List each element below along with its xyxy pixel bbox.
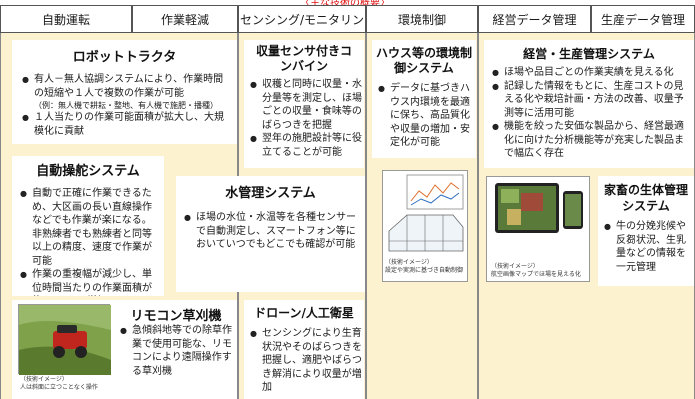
header-mgmt-data: 経営データ管理 bbox=[478, 5, 591, 33]
mgmt-system-bullet-3: 機能を絞った安価な製品から、経営最適化に向けた分析機能等が充実した製品まで幅広く… bbox=[492, 120, 690, 161]
mgmt-system-bullet-1: ほ場や品目ごとの作業実績を見える化 bbox=[492, 66, 690, 80]
livestock-title: 家畜の生体管理システム bbox=[603, 183, 688, 213]
mgmt-system-box: 経営・生産管理システム ほ場や品目ごとの作業実績を見える化 記録した情報をもとに… bbox=[484, 40, 694, 168]
yield-combine-title: 収量センサ付きコンバイン bbox=[255, 44, 352, 73]
mgmt-system-title: 経営・生産管理システム bbox=[523, 47, 655, 61]
remote-mower-bullet-1: 急傾斜地等での除草作業で使用可能な、リモコンにより遠隔操作する草刈機 bbox=[120, 324, 236, 378]
greenhouse-bullet-1: データに基づきハウス内環境を最適に保ち、高品質化や収量の増加・安定化が可能 bbox=[378, 82, 474, 150]
mgmt-image-caption: （技術イメージ） 航空画像マップでほ場を見える化 bbox=[491, 263, 581, 278]
yield-combine-box: 収量センサ付きコンバイン 収穫と同時に収量・水分量等を測定し、ほ場ごとの収量・食… bbox=[244, 40, 364, 168]
greenhouse-illustration bbox=[388, 174, 464, 252]
header-auto-driving: 自動運転 bbox=[0, 5, 132, 33]
yield-combine-bullet-1: 収穫と同時に収量・水分量等を測定し、ほ場ごとの収量・食味等のばらつきを把握 bbox=[250, 78, 362, 132]
water-mgmt-bullet-1: ほ場の水位・水温等を各種センサーで自動測定し、スマートフォン等においていつでもど… bbox=[184, 211, 361, 252]
water-mgmt-title: 水管理システム bbox=[225, 186, 316, 201]
auto-steering-bullet-1: 自動で正確に作業できるため、大区画の長い直線操作などでも作業が楽になる。非熟練者… bbox=[20, 187, 160, 268]
header-sensing: センシング/モニタリング bbox=[238, 5, 366, 55]
mgmt-system-bullet-2: 記録した情報をもとに、生産コストの見える化や栽培計画・方法の改善、収量予測等に活… bbox=[492, 80, 690, 121]
mower-photo-caption: （技術イメージ） 人は斜面に立つことなく操作 bbox=[20, 376, 98, 391]
yield-combine-bullet-2: 翌年の施肥設計等に役立てることが可能 bbox=[250, 132, 362, 159]
livestock-box: 家畜の生体管理システム 牛の分娩兆候や反芻状況、生乳量などの情報を一元管理 bbox=[598, 176, 694, 286]
robot-tractor-example: （例：無人機で耕耘・整地、有人機で施肥・播種） bbox=[34, 101, 218, 110]
water-mgmt-box: 水管理システム ほ場の水位・水温等を各種センサーで自動測定し、スマートフォン等に… bbox=[176, 176, 365, 292]
drone-box: ドローン/人工衛星 センシングにより生育状況やそのばらつきを把握し、適肥やばらつ… bbox=[244, 300, 364, 399]
tablet-map-illustration bbox=[495, 183, 583, 233]
greenhouse-image-panel: （技術イメージ） 設定や実測に基づき自動制御 bbox=[382, 170, 468, 282]
top-cut-text: 〈主な技術の概要〉 bbox=[300, 0, 390, 9]
mower-photo bbox=[18, 304, 111, 375]
remote-mower-box: （技術イメージ） 人は斜面に立つことなく操作 リモコン草刈機 急傾斜地等での除草… bbox=[12, 300, 237, 399]
remote-mower-title: リモコン草刈機 bbox=[130, 309, 222, 324]
greenhouse-title: ハウス等の環境制御システム bbox=[375, 46, 472, 75]
auto-steering-bullet-2: 作業の重複幅が減少し、単位時間当たりの作業面積が約10～25%増加 bbox=[20, 268, 160, 296]
drone-title: ドローン/人工衛星 bbox=[254, 306, 354, 320]
greenhouse-image-caption: （技術イメージ） 設定や実測に基づき自動制御 bbox=[385, 259, 464, 274]
robot-tractor-bullet-2: １人当たりの作業可能面積が拡大し、大規模化に貢献 bbox=[22, 111, 231, 138]
auto-steering-title: 自動操舵システム bbox=[36, 164, 140, 179]
header-production-data: 生産データ管理 bbox=[591, 5, 695, 33]
greenhouse-box: ハウス等の環境制御システム データに基づきハウス内環境を最適に保ち、高品質化や収… bbox=[372, 40, 476, 158]
robot-tractor-title: ロボットトラクタ bbox=[72, 50, 177, 65]
header-env-control: 環境制御 bbox=[366, 5, 478, 33]
header-labor-saving: 作業軽減 bbox=[132, 5, 238, 33]
robot-tractor-bullet-1: 有人－無人協調システムにより、作業時間の短縮や１人で複数の作業が可能 bbox=[22, 73, 231, 100]
drone-bullet-1: センシングにより生育状況やそのばらつきを把握し、適肥やばらつき解消により収量が増… bbox=[250, 327, 362, 395]
robot-tractor-box: ロボットトラクタ 有人－無人協調システムにより、作業時間の短縮や１人で複数の作業… bbox=[12, 40, 237, 144]
header-row: 自動運転 作業軽減 センシング/モニタリング 環境制御 経営データ管理 生産デー… bbox=[0, 5, 695, 55]
title-strip: 〈主な技術の概要〉 bbox=[0, 0, 695, 9]
auto-steering-box: 自動操舵システム 自動で正確に作業できるため、大区画の長い直線操作などでも作業が… bbox=[12, 156, 164, 296]
livestock-bullet-1: 牛の分娩兆候や反芻状況、生乳量などの情報を一元管理 bbox=[604, 220, 692, 274]
mgmt-image-panel: （技術イメージ） 航空画像マップでほ場を見える化 bbox=[486, 176, 590, 282]
